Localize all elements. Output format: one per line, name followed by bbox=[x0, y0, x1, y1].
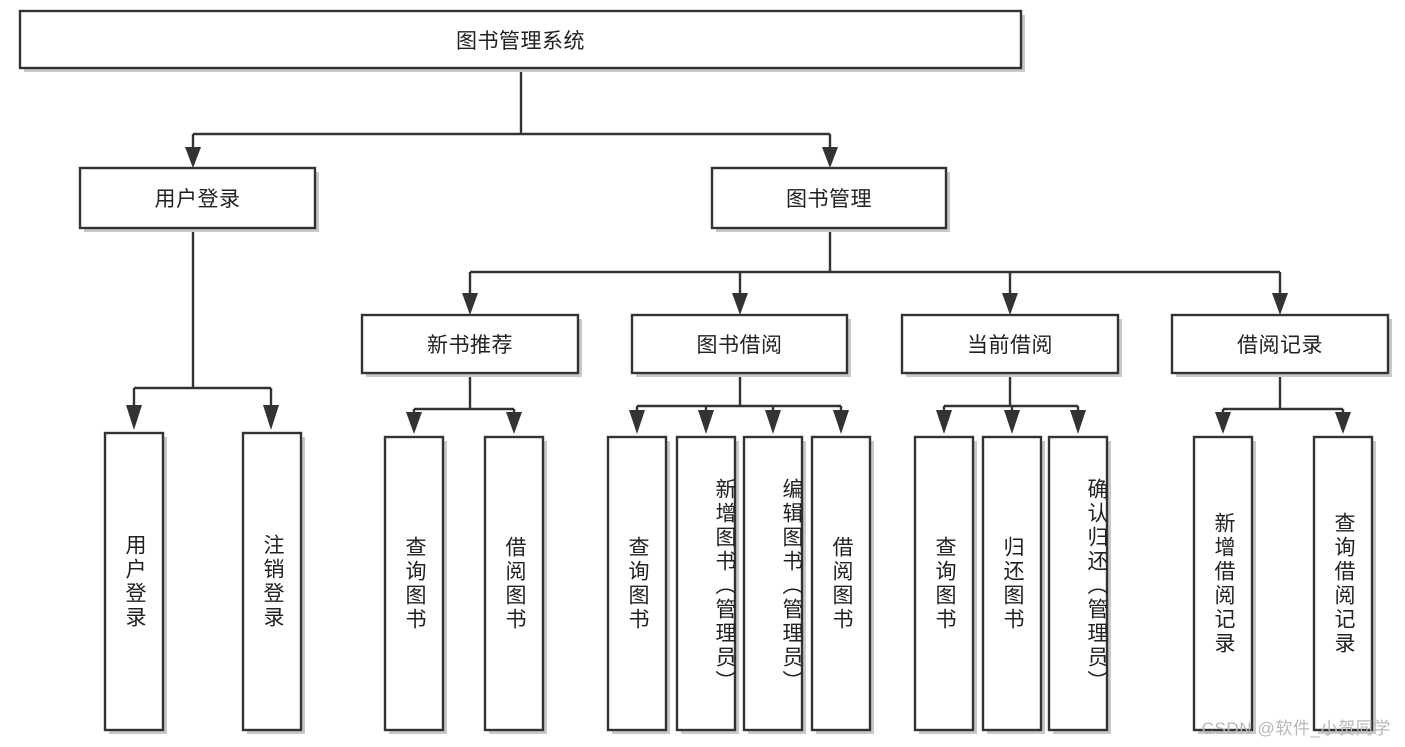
arrow-br-l2 bbox=[1335, 412, 1351, 434]
arrow-userlogin-l2 bbox=[263, 405, 279, 430]
current-borrow-box[interactable] bbox=[900, 313, 1120, 375]
leaf-edit-book-box[interactable] bbox=[742, 435, 804, 732]
leaf-add-book-box[interactable] bbox=[675, 435, 737, 732]
borrow-record-box[interactable] bbox=[1170, 313, 1390, 375]
leaf-borrow-book-2-box[interactable] bbox=[810, 435, 872, 732]
leaf-confirm-return-box[interactable] bbox=[1047, 435, 1109, 732]
arrow-bb-l1 bbox=[629, 410, 645, 434]
user-login-box[interactable] bbox=[78, 166, 317, 230]
book-borrow-box[interactable] bbox=[630, 313, 849, 375]
arrow-br-l1 bbox=[1215, 412, 1231, 434]
arrow-cb-l1 bbox=[936, 410, 952, 434]
arrow-nbr-l2 bbox=[506, 412, 522, 434]
arrow-bm-c1 bbox=[462, 293, 478, 315]
leaf-add-record-box[interactable] bbox=[1192, 435, 1254, 732]
book-manage-box[interactable] bbox=[710, 166, 948, 230]
leaf-query-record-box[interactable] bbox=[1312, 435, 1374, 732]
arrow-bm-c4 bbox=[1272, 293, 1288, 315]
arrow-bm-c2 bbox=[732, 293, 748, 315]
arrow-root-to-user-login bbox=[185, 147, 201, 168]
arrow-cb-l3 bbox=[1070, 410, 1086, 434]
csdn-watermark: CSDN @软件_小贺同学 bbox=[1201, 719, 1391, 738]
leaf-user-login-box[interactable] bbox=[103, 431, 165, 732]
leaf-query-book-1-box[interactable] bbox=[383, 435, 445, 732]
arrow-userlogin-l1 bbox=[126, 405, 142, 430]
arrow-bb-l2 bbox=[698, 410, 714, 434]
leaf-borrow-book-1-box[interactable] bbox=[483, 435, 545, 732]
leaf-user-logout-box[interactable] bbox=[241, 431, 303, 732]
arrow-bb-l3 bbox=[765, 410, 781, 434]
arrow-nbr-l1 bbox=[406, 412, 422, 434]
node-boxes bbox=[18, 9, 1392, 734]
leaf-query-book-3-box[interactable] bbox=[913, 435, 975, 732]
edges bbox=[126, 68, 1351, 434]
leaf-return-book-box[interactable] bbox=[981, 435, 1043, 732]
arrow-root-to-book-manage bbox=[822, 147, 838, 168]
root-node-box[interactable] bbox=[18, 9, 1023, 70]
arrow-bb-l4 bbox=[833, 410, 849, 434]
new-book-recommend-box[interactable] bbox=[360, 313, 580, 375]
arrow-cb-l2 bbox=[1004, 410, 1020, 434]
leaf-query-book-2-box[interactable] bbox=[606, 435, 668, 732]
arrow-bm-c3 bbox=[1002, 293, 1018, 315]
